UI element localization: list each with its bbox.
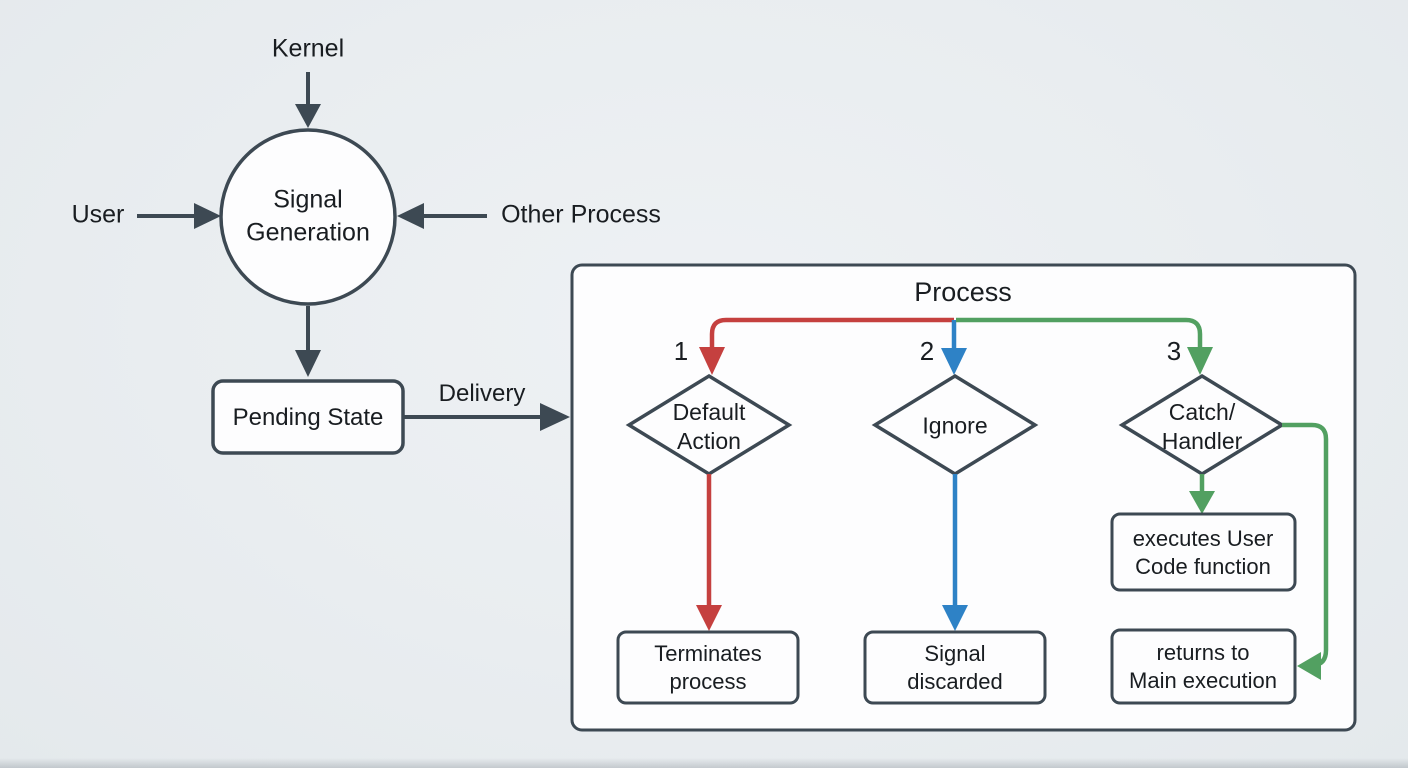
discarded-arrowhead-icon	[942, 605, 968, 631]
branch3-green-arrowhead-icon	[1187, 347, 1213, 375]
generation-to-pending-arrowhead-icon	[295, 350, 321, 377]
kernel-label: Kernel	[271, 34, 345, 63]
signal-generation-label: Signal Generation	[246, 185, 370, 247]
process-container	[570, 263, 1357, 732]
terminates-arrowhead-icon	[696, 605, 722, 631]
returns-to-main-node	[1110, 628, 1297, 705]
returns-arrowhead-icon	[1297, 652, 1321, 680]
returns-to-main-label: returns to Main execution	[1129, 639, 1277, 693]
default-action-label: Default Action	[672, 399, 746, 454]
ignore-label: Ignore	[922, 412, 988, 439]
executes-user-code-node	[1110, 512, 1297, 592]
kernel-to-generation-arrowhead-icon	[295, 104, 321, 128]
branch3-green-elbow-line	[956, 317, 1203, 347]
signal-discarded-label: Signal discarded	[907, 640, 1003, 694]
catch-handler-label: Catch/ Handler	[1161, 399, 1243, 454]
executes-user-code-label: executes User Code function	[1132, 525, 1274, 579]
branch2-number: 2	[919, 335, 935, 366]
other-process-label: Other Process	[501, 200, 661, 229]
other-process-to-generation-arrowhead-icon	[397, 203, 424, 229]
process-title: Process	[914, 277, 1012, 308]
user-label: User	[71, 200, 125, 229]
branch1-number: 1	[673, 335, 689, 366]
terminates-process-label: Terminates process	[654, 640, 762, 694]
executes-arrowhead-icon	[1189, 491, 1215, 514]
branch1-red-arrowhead-icon	[699, 347, 725, 375]
branch3-number: 3	[1166, 335, 1182, 366]
pending-state-node	[211, 379, 405, 455]
delivery-arrowhead-icon	[540, 403, 570, 431]
signal-discarded-node	[863, 630, 1047, 705]
user-to-generation-arrowhead-icon	[194, 203, 221, 229]
terminates-process-node	[616, 630, 800, 705]
branch1-red-elbow-line	[709, 317, 954, 347]
signal-generation-node	[219, 128, 397, 306]
delivery-label: Delivery	[438, 380, 526, 407]
branch2-blue-arrowhead-icon	[941, 348, 967, 375]
pending-state-label: Pending State	[232, 404, 384, 431]
